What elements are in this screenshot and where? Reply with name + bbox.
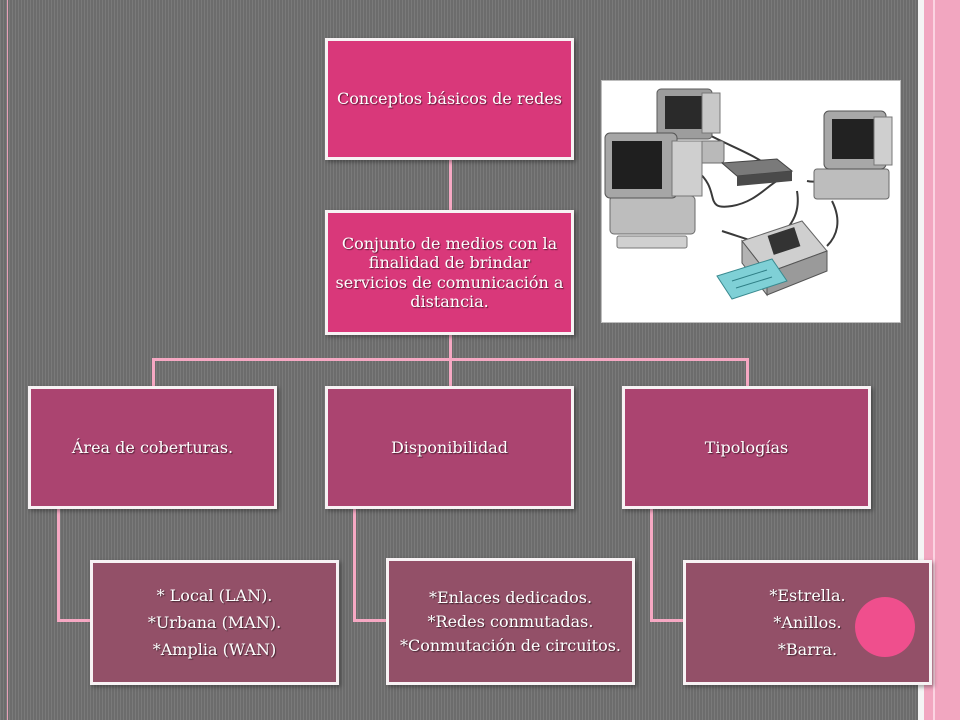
root-node: Conceptos básicos de redes xyxy=(325,38,574,160)
connector-definition-bus xyxy=(449,333,452,360)
connector-cat2-vertical xyxy=(353,508,356,622)
connector-cat3-horizontal xyxy=(650,619,686,622)
connector-cat1-horizontal xyxy=(57,619,93,622)
connector-bus-cat1 xyxy=(152,358,155,388)
category-node-availability: Disponibilidad xyxy=(325,386,574,509)
category-node-coverage: Área de coberturas. xyxy=(28,386,277,509)
left-edge-line xyxy=(7,0,8,720)
item-text: *Barra. xyxy=(777,640,838,660)
definition-node-text: Conjunto de medios con la finalidad de b… xyxy=(335,234,564,311)
right-edge-line xyxy=(933,0,935,720)
root-node-text: Conceptos básicos de redes xyxy=(336,89,563,108)
definition-node: Conjunto de medios con la finalidad de b… xyxy=(325,210,574,335)
connector-cat1-vertical xyxy=(57,508,60,622)
category-node-typologies: Tipologías xyxy=(622,386,871,509)
item-text: *Conmutación de circuitos. xyxy=(400,636,621,656)
item-text: *Estrella. xyxy=(769,585,846,605)
computer-network-illustration-icon xyxy=(604,88,893,300)
category-title: Área de coberturas. xyxy=(71,437,234,457)
connector-bus-cat2 xyxy=(449,358,452,388)
item-text: *Amplia (WAN) xyxy=(152,640,277,660)
network-illustration xyxy=(601,80,901,323)
item-text: *Anillos. xyxy=(773,612,842,632)
items-node-coverage: * Local (LAN). *Urbana (MAN). *Amplia (W… xyxy=(90,560,339,685)
connector-root-definition xyxy=(449,158,452,212)
item-text: *Urbana (MAN). xyxy=(147,612,282,632)
connector-bus-cat3 xyxy=(746,358,749,388)
right-edge-white-band xyxy=(918,0,924,720)
items-node-availability: *Enlaces dedicados. *Redes conmutadas. *… xyxy=(386,558,635,685)
item-text: *Enlaces dedicados. xyxy=(428,587,593,607)
connector-cat3-vertical xyxy=(650,508,653,622)
connector-cat2-horizontal xyxy=(353,619,389,622)
category-title: Disponibilidad xyxy=(390,437,509,457)
item-text: *Redes conmutadas. xyxy=(427,611,594,631)
category-title: Tipologías xyxy=(704,437,789,457)
accent-circle xyxy=(855,597,915,657)
item-text: * Local (LAN). xyxy=(156,585,273,605)
